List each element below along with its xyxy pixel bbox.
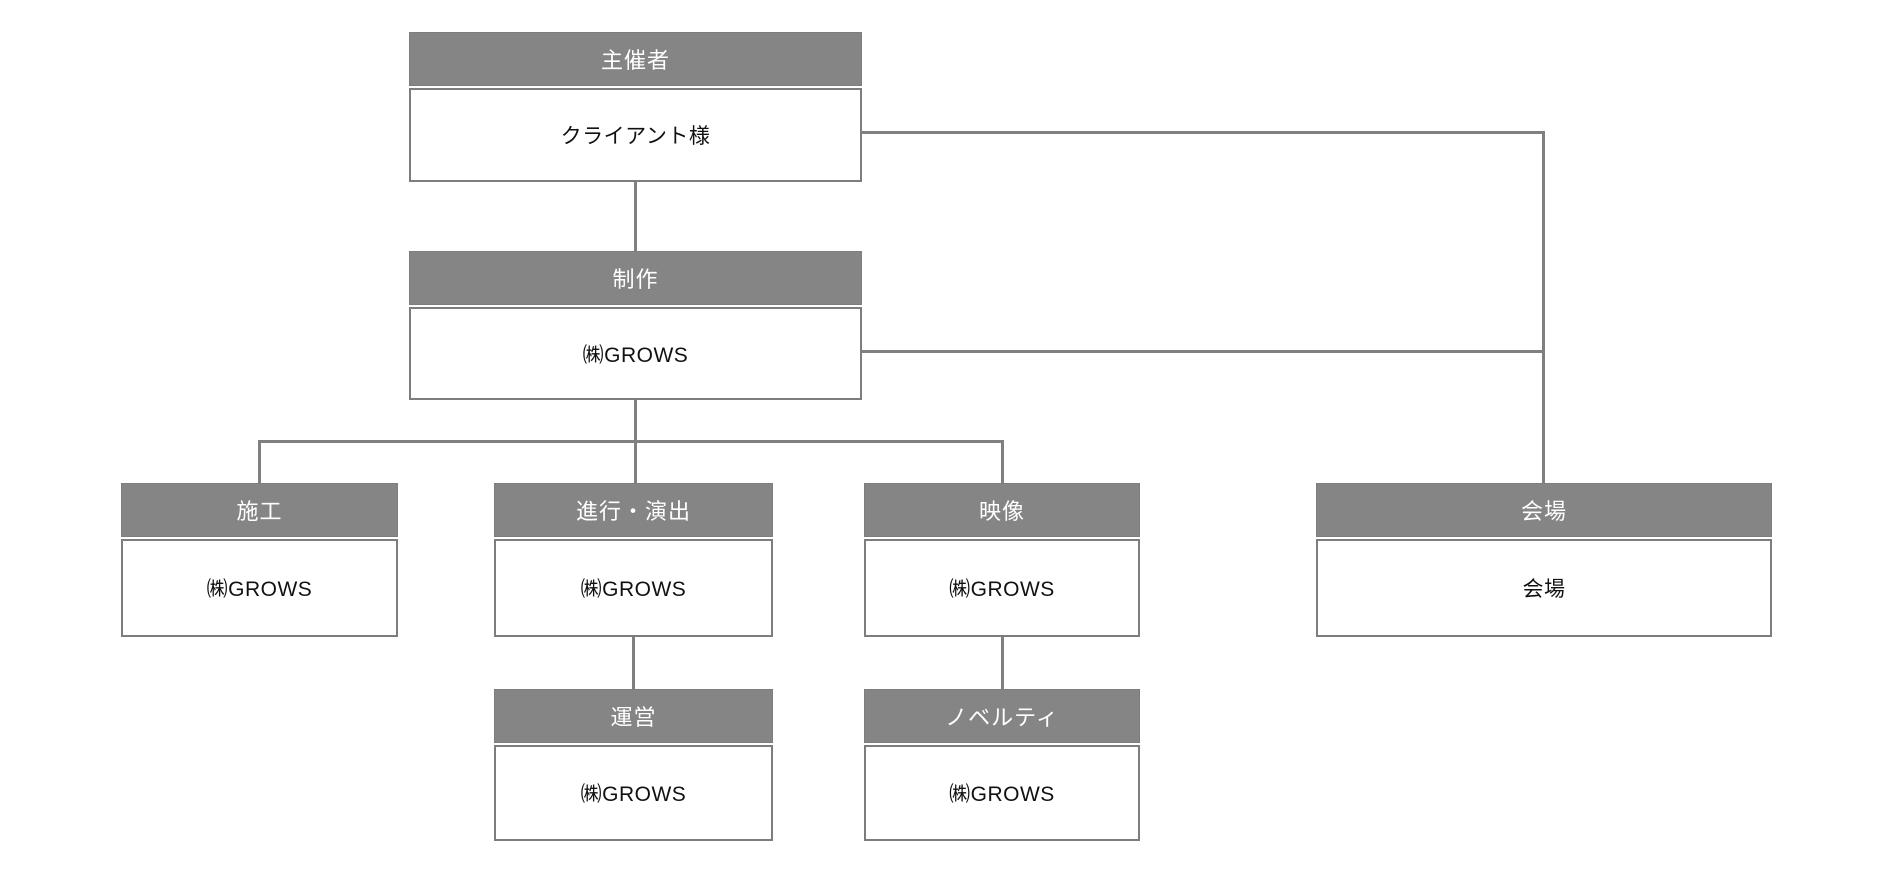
org-node-direction: 進行・演出 ㈱GROWS xyxy=(494,483,773,637)
org-node-production-title: 制作 xyxy=(409,251,862,305)
connector-drop-video xyxy=(1001,440,1004,483)
connector-organizer-venue-horizontal xyxy=(860,131,1545,134)
org-node-organizer-body: クライアント様 xyxy=(409,88,862,182)
connector-direction-operation xyxy=(632,637,635,689)
org-node-organizer: 主催者 クライアント様 xyxy=(409,32,862,182)
org-node-operation: 運営 ㈱GROWS xyxy=(494,689,773,841)
org-node-novelty-title: ノベルティ xyxy=(864,689,1140,743)
connector-organizer-production xyxy=(634,182,637,251)
org-node-direction-title: 進行・演出 xyxy=(494,483,773,537)
org-node-novelty: ノベルティ ㈱GROWS xyxy=(864,689,1140,841)
org-node-operation-body: ㈱GROWS xyxy=(494,745,773,841)
org-node-direction-body: ㈱GROWS xyxy=(494,539,773,637)
org-node-production: 制作 ㈱GROWS xyxy=(409,251,862,400)
connector-venue-vertical xyxy=(1542,131,1545,483)
org-node-novelty-body: ㈱GROWS xyxy=(864,745,1140,841)
org-node-venue: 会場 会場 xyxy=(1316,483,1772,637)
org-node-construction-body: ㈱GROWS xyxy=(121,539,398,637)
org-node-video-title: 映像 xyxy=(864,483,1140,537)
org-node-venue-title: 会場 xyxy=(1316,483,1772,537)
org-node-construction-title: 施工 xyxy=(121,483,398,537)
connector-drop-direction xyxy=(634,440,637,483)
org-node-venue-body: 会場 xyxy=(1316,539,1772,637)
org-node-operation-title: 運営 xyxy=(494,689,773,743)
org-node-video-body: ㈱GROWS xyxy=(864,539,1140,637)
connector-production-venue-horizontal xyxy=(860,350,1542,353)
org-node-production-body: ㈱GROWS xyxy=(409,307,862,400)
connector-children-bus xyxy=(258,440,1004,443)
org-node-organizer-title: 主催者 xyxy=(409,32,862,86)
org-node-construction: 施工 ㈱GROWS xyxy=(121,483,398,637)
connector-drop-construction xyxy=(258,440,261,483)
connector-video-novelty xyxy=(1001,637,1004,689)
connector-production-stub xyxy=(634,400,637,442)
org-node-video: 映像 ㈱GROWS xyxy=(864,483,1140,637)
